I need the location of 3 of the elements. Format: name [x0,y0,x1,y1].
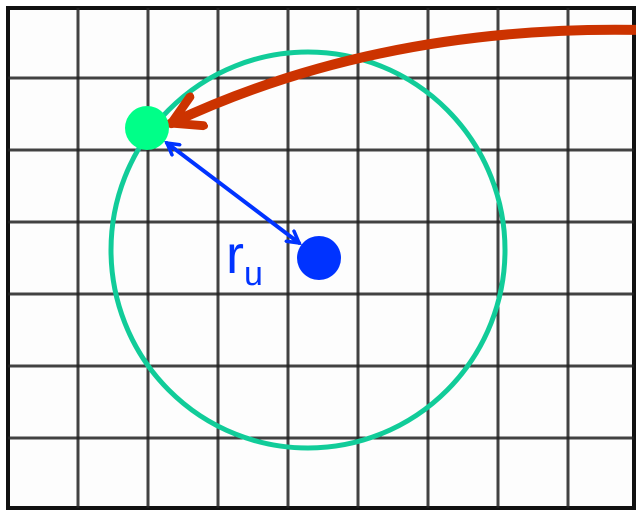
arrow [164,141,302,245]
arrow [166,24,636,131]
edge-label: r$_{u}$ [226,228,263,291]
